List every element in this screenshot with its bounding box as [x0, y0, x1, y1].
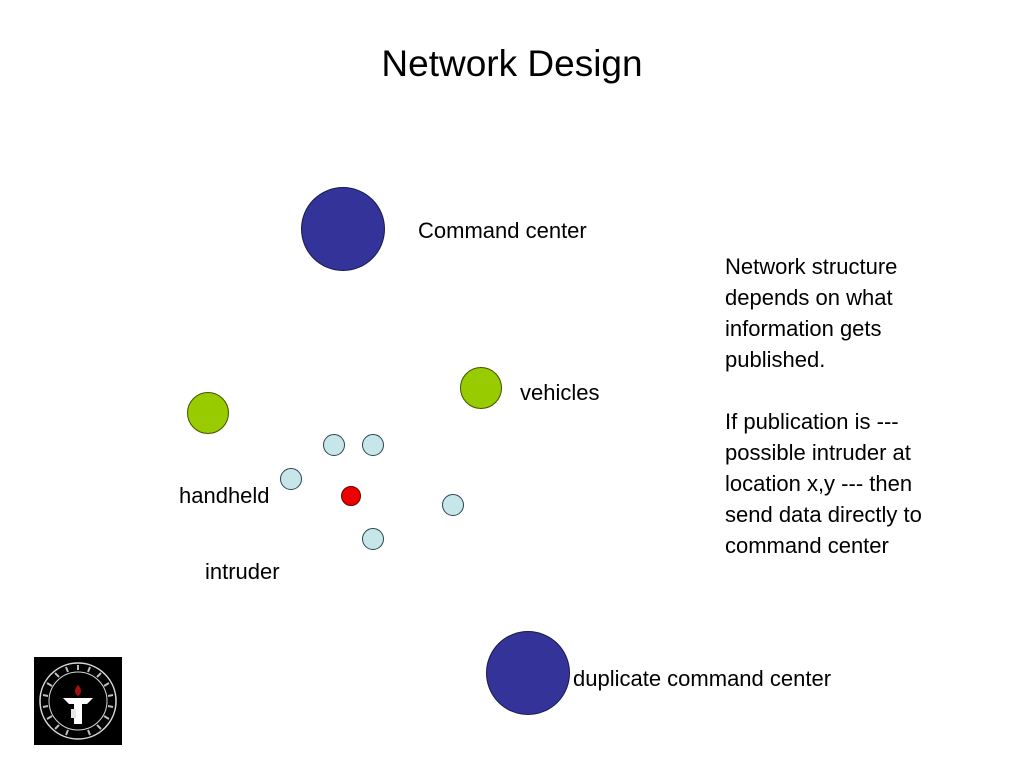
note-paragraph-1: Network structure depends on what inform…: [725, 254, 898, 372]
intruder-label: intruder: [205, 559, 280, 584]
command-center-label: Command center: [418, 218, 587, 243]
vehicle-node: [460, 367, 502, 409]
seal-graphic: [34, 657, 122, 745]
handheld-node: [362, 434, 384, 456]
note-paragraph-2: If publication is --- possible intruder …: [725, 409, 922, 558]
duplicate-command-center-label: duplicate command center: [573, 666, 832, 691]
intruder-node: [341, 486, 361, 506]
handheld-node: [362, 528, 384, 550]
handheld-node: [280, 468, 302, 490]
command-center-node: [301, 187, 385, 271]
slide-title: Network Design: [381, 43, 643, 84]
handheld-label: handheld: [179, 483, 270, 508]
vehicles-label: vehicles: [520, 380, 600, 405]
handheld-node: [323, 434, 345, 456]
duplicate-command-center-node: [486, 631, 570, 715]
handheld-node: [442, 494, 464, 516]
university-seal-icon: [34, 657, 122, 745]
vehicle-node: [187, 392, 229, 434]
explanation-note: Network structure depends on what inform…: [725, 251, 965, 561]
